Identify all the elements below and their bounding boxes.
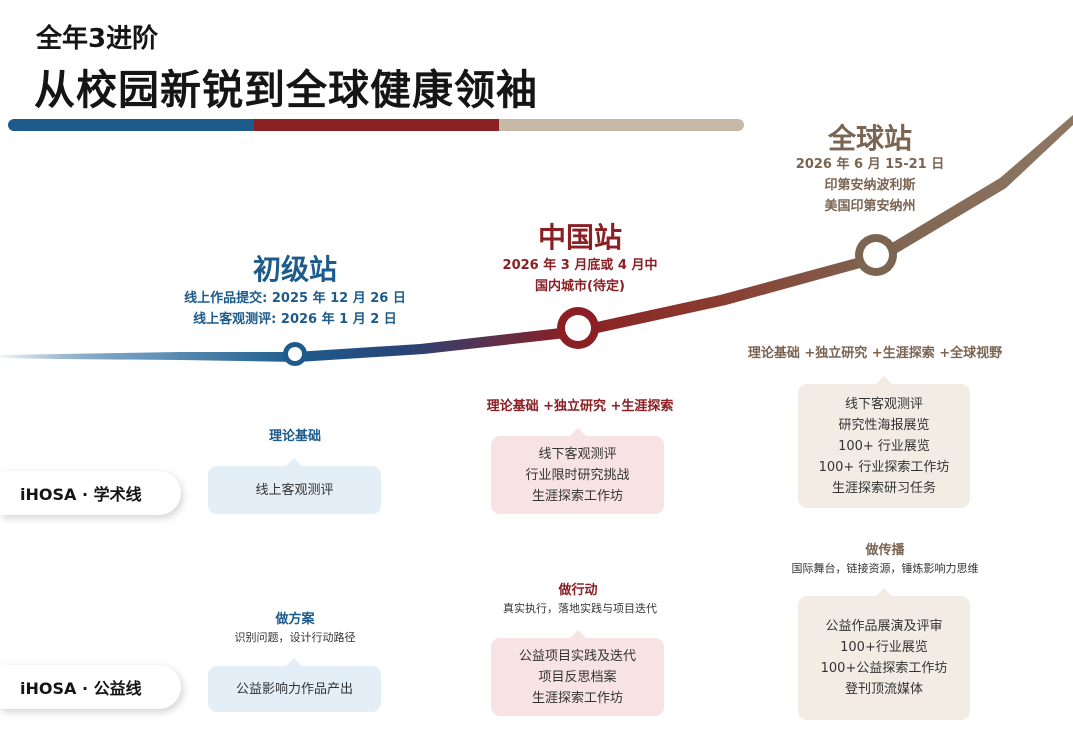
- service-primary-subtitle: 识别问题，设计行动路径: [234, 631, 356, 644]
- service-global-item: 登刊顶流媒体: [844, 682, 923, 697]
- progress-segment-tan: [499, 119, 744, 131]
- academic-global-item: 100+ 行业探索工作坊: [818, 459, 950, 475]
- stage-global-line: 印第安纳波利斯: [824, 178, 916, 193]
- service-global-title: 做传播: [865, 543, 905, 558]
- stage-china-line: 国内城市(待定): [535, 279, 625, 294]
- service-china-subtitle: 真实执行，落地实践与项目迭代: [503, 602, 657, 615]
- academic-global-title: 理论基础 +独立研究 +生涯探索 +全球视野: [747, 346, 1003, 361]
- academic-china-title: 理论基础 +独立研究 +生涯探索: [486, 399, 674, 414]
- service-primary-box: 公益影响力作品产出: [208, 666, 381, 712]
- academic-primary-item: 线上客观测评: [255, 482, 334, 498]
- academic-global-item: 100+ 行业展览: [838, 438, 930, 454]
- academic-primary-pointer: [286, 458, 302, 466]
- service-china-item: 生涯探索工作坊: [531, 690, 623, 706]
- track-academic: iHOSA · 学术线: [0, 471, 181, 515]
- service-primary-item: 公益影响力作品产出: [235, 681, 353, 697]
- service-global-item: 公益作品展演及评审: [825, 619, 943, 634]
- academic-primary-title: 理论基础: [268, 429, 321, 444]
- stage-global-line: 美国印第安纳州: [824, 199, 916, 214]
- node-primary: [283, 342, 307, 366]
- stage-china-line: 2026 年 3 月底或 4 月中: [502, 258, 658, 273]
- stage-primary-info: 线上作品提交: 2025 年 12 月 26 日 线上客观测评: 2026 年 …: [145, 288, 445, 330]
- service-china-item: 公益项目实践及迭代: [518, 648, 636, 664]
- academic-global-pointer: [876, 376, 892, 384]
- academic-china-box: 线下客观测评 行业限时研究挑战 生涯探索工作坊: [491, 436, 664, 514]
- service-china-item: 项目反思档案: [538, 669, 617, 685]
- academic-global-item: 研究性海报展览: [838, 417, 930, 433]
- service-global-item: 100+行业展览: [840, 640, 928, 655]
- academic-china-item: 生涯探索工作坊: [531, 488, 623, 504]
- page-title: 从校园新锐到全球健康领袖: [34, 66, 538, 114]
- service-china-pointer: [570, 630, 586, 638]
- track-academic-label: iHOSA · 学术线: [20, 485, 142, 504]
- service-global-item: 100+公益探索工作坊: [820, 661, 948, 676]
- academic-global-item: 生涯探索研习任务: [831, 480, 936, 496]
- service-global-subtitle: 国际舞台，链接资源，锤炼影响力思维: [791, 562, 979, 575]
- stage-primary-line: 线上客观测评: 2026 年 1 月 2 日: [193, 312, 397, 327]
- stage-primary-name: 初级站: [252, 253, 337, 286]
- progress-segment-red: [254, 119, 499, 131]
- service-china-box: 公益项目实践及迭代 项目反思档案 生涯探索工作坊: [491, 638, 664, 716]
- service-primary-pointer: [286, 658, 302, 666]
- service-primary-title: 做方案: [275, 612, 315, 627]
- academic-primary-box: 线上客观测评: [208, 466, 381, 514]
- progress-segment-blue: [8, 119, 254, 131]
- node-china: [557, 307, 599, 349]
- track-service: iHOSA · 公益线: [0, 665, 181, 709]
- stage-primary-line: 线上作品提交: 2025 年 12 月 26 日: [184, 291, 406, 306]
- academic-china-item: 线下客观测评: [538, 446, 617, 462]
- track-service-label: iHOSA · 公益线: [20, 679, 142, 698]
- stage-global-info: 2026 年 6 月 15-21 日 印第安纳波利斯 美国印第安纳州: [745, 154, 995, 217]
- stage-global-line: 2026 年 6 月 15-21 日: [795, 157, 945, 172]
- academic-global-item: 线下客观测评: [844, 396, 923, 412]
- academic-china-pointer: [570, 428, 586, 436]
- service-china-title: 做行动: [558, 583, 598, 598]
- stage-china-info: 2026 年 3 月底或 4 月中 国内城市(待定): [455, 255, 705, 297]
- stage-china-name: 中国站: [537, 221, 622, 254]
- academic-china-item: 行业限时研究挑战: [525, 467, 630, 483]
- progress-bar: [8, 119, 744, 131]
- service-global-pointer: [876, 588, 892, 596]
- academic-global-box: 线下客观测评 研究性海报展览 100+ 行业展览 100+ 行业探索工作坊 生涯…: [798, 384, 970, 508]
- stage-global-name: 全球站: [827, 122, 912, 155]
- node-global: [855, 234, 897, 276]
- subtitle: 全年3进阶: [36, 24, 159, 54]
- service-global-box: 公益作品展演及评审 100+行业展览 100+公益探索工作坊 登刊顶流媒体: [798, 596, 970, 720]
